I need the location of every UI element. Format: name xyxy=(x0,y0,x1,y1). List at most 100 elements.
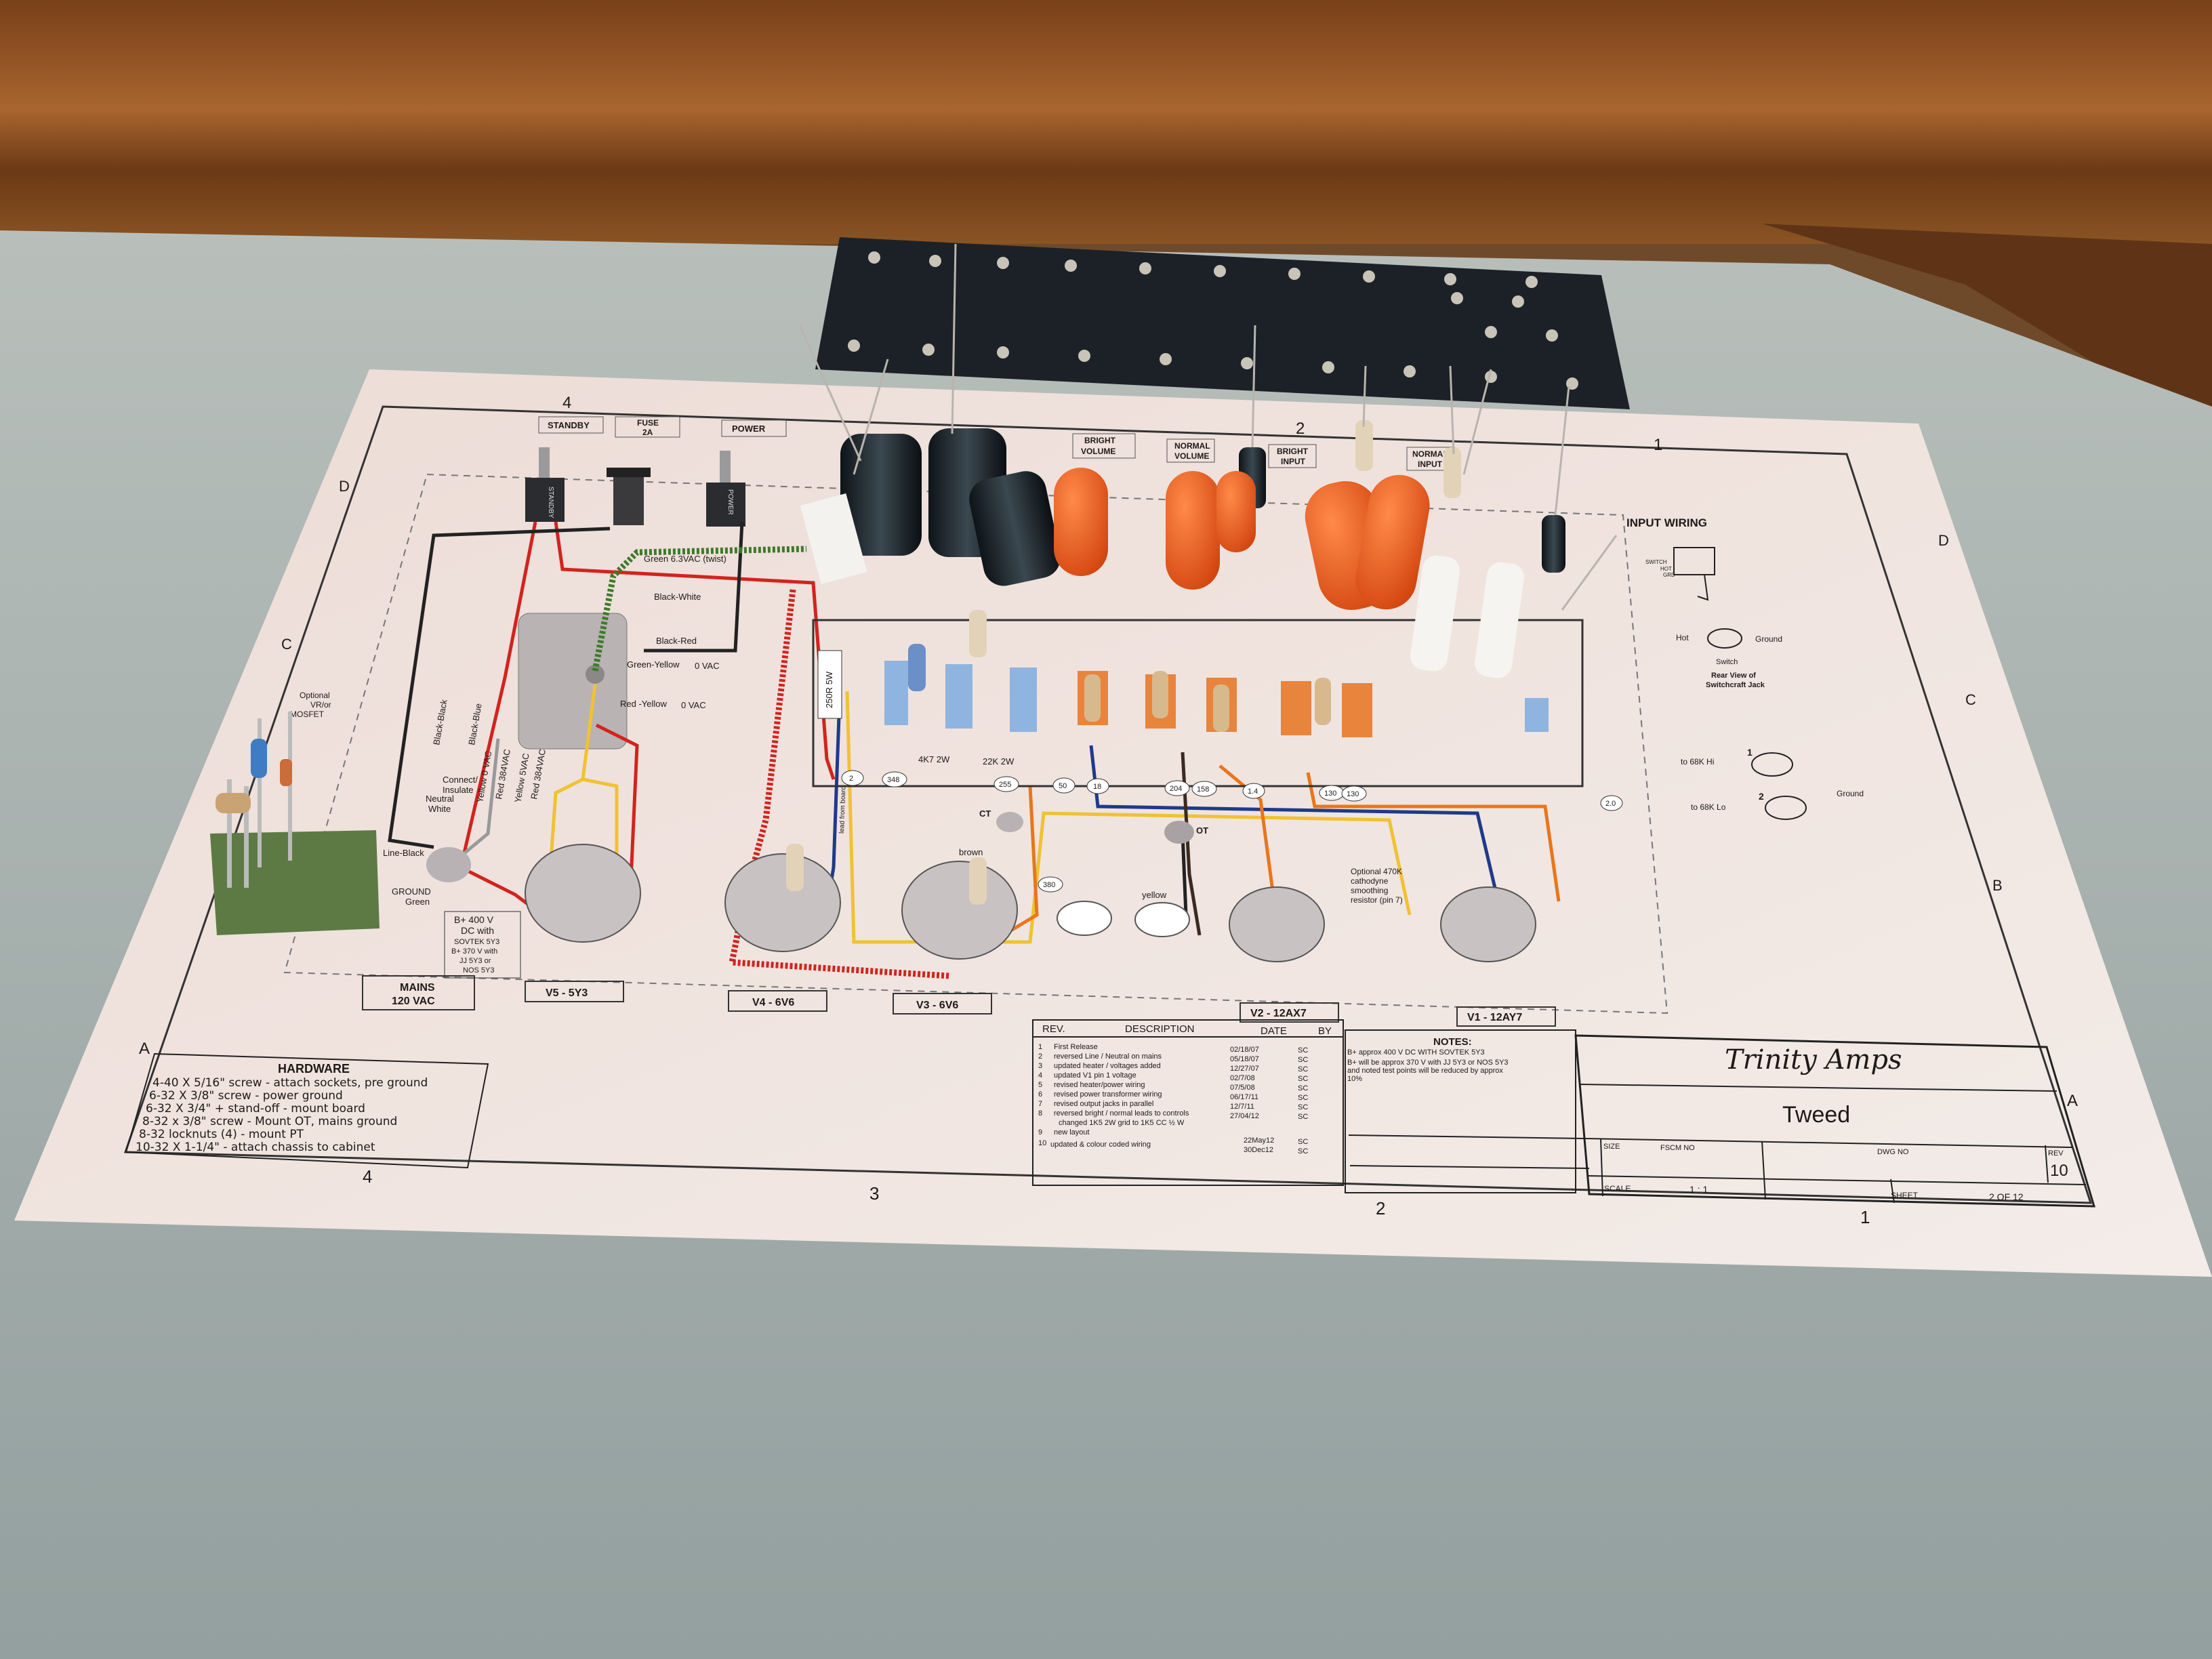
svg-text:Switch: Switch xyxy=(1716,658,1738,666)
border-mark: 2 xyxy=(1376,1198,1385,1218)
wiring-diagram-paper xyxy=(14,369,2212,1277)
svg-text:30Dec12: 30Dec12 xyxy=(1244,1146,1273,1154)
svg-text:SC: SC xyxy=(1298,1065,1308,1073)
svg-text:brown: brown xyxy=(959,847,983,857)
svg-text:6-32 X 3/4" + stand-off - moun: 6-32 X 3/4" + stand-off - mount board xyxy=(146,1102,365,1115)
test-point: 130 xyxy=(1341,785,1367,802)
svg-text:DWG NO: DWG NO xyxy=(1877,1148,1909,1156)
svg-text:Green-Yellow: Green-Yellow xyxy=(627,659,680,670)
svg-text:0 VAC: 0 VAC xyxy=(695,661,720,671)
svg-text:2: 2 xyxy=(1038,1052,1042,1061)
svg-text:GRD: GRD xyxy=(1663,572,1675,578)
title-block: Trinity Amps Tweed SIZE FSCM NO DWG NO R… xyxy=(1574,1034,2096,1208)
svg-text:SC: SC xyxy=(1298,1138,1308,1146)
svg-text:Optional: Optional xyxy=(300,691,330,700)
svg-text:resistor (pin 7): resistor (pin 7) xyxy=(1351,895,1403,905)
ot-grommet xyxy=(1164,821,1194,844)
svg-text:VR/or: VR/or xyxy=(310,700,331,710)
test-point: 130 xyxy=(1319,785,1345,801)
power-switch: POWER xyxy=(706,451,745,527)
svg-text:130: 130 xyxy=(1347,790,1359,798)
electrolytic-capacitors xyxy=(840,428,1565,586)
wire-yellow xyxy=(547,684,597,888)
svg-text:2.0: 2.0 xyxy=(1605,800,1616,808)
svg-text:STANDBY: STANDBY xyxy=(548,420,590,430)
svg-text:CT: CT xyxy=(979,808,991,819)
svg-text:6-32 X 3/8" screw - power gro: 6-32 X 3/8" screw - power ground xyxy=(149,1089,343,1103)
test-point: 18 xyxy=(1086,778,1109,794)
svg-text:10%: 10% xyxy=(1347,1075,1362,1083)
svg-text:9: 9 xyxy=(1038,1128,1042,1136)
svg-text:SC: SC xyxy=(1298,1147,1308,1155)
svg-text:204: 204 xyxy=(1170,785,1182,793)
svg-text:VOLUME: VOLUME xyxy=(1174,451,1209,461)
svg-text:8-32 locknuts (4) - mount PT: 8-32 locknuts (4) - mount PT xyxy=(139,1128,304,1141)
svg-text:255: 255 xyxy=(999,781,1011,789)
wire-black xyxy=(388,527,611,849)
svg-text:MOSFET: MOSFET xyxy=(290,710,325,719)
svg-text:18: 18 xyxy=(1093,783,1101,791)
svg-text:27/04/12: 27/04/12 xyxy=(1230,1112,1259,1120)
svg-text:revised power transformer wiri: revised power transformer wiring xyxy=(1054,1090,1162,1099)
svg-text:Hot: Hot xyxy=(1676,633,1689,642)
svg-text:02/18/07: 02/18/07 xyxy=(1230,1046,1259,1054)
svg-text:1: 1 xyxy=(1747,747,1753,758)
svg-text:Connect/: Connect/ xyxy=(443,775,478,785)
svg-text:B+ will be approx 370 V with: B+ will be approx 370 V with JJ 5Y3 or N… xyxy=(1347,1059,1509,1067)
svg-text:130: 130 xyxy=(1324,790,1336,798)
svg-text:10: 10 xyxy=(1038,1139,1046,1147)
svg-text:1: 1 xyxy=(1038,1043,1042,1051)
svg-text:SHEET: SHEET xyxy=(1891,1191,1919,1200)
svg-text:5: 5 xyxy=(1038,1081,1042,1089)
svg-text:INPUT WIRING: INPUT WIRING xyxy=(1626,516,1707,529)
test-points: 2 348 255 50 18 204 158 1.4 130 130 380 … xyxy=(841,770,1623,893)
wire-orange xyxy=(1218,764,1276,902)
svg-text:updated heater / voltages adde: updated heater / voltages added xyxy=(1054,1062,1161,1070)
svg-text:SC: SC xyxy=(1298,1056,1308,1064)
svg-text:and noted test points will be: and noted test points will be reduced by… xyxy=(1347,1067,1503,1075)
standby-switch: STANDBY xyxy=(525,447,565,522)
svg-text:cathodyne: cathodyne xyxy=(1351,876,1389,886)
output-jack xyxy=(1134,902,1190,937)
svg-text:05/18/07: 05/18/07 xyxy=(1230,1055,1259,1063)
svg-text:02/7/08: 02/7/08 xyxy=(1230,1074,1255,1082)
drawing-title: Tweed xyxy=(1782,1102,1850,1128)
svg-text:updated V1 pin 1 voltage: updated V1 pin 1 voltage xyxy=(1054,1071,1136,1080)
fuse-holder xyxy=(607,468,651,525)
orange-drop-capacitors xyxy=(1054,468,1430,611)
revision-row: changed 1K5 2W grid to 1K5 CC ½ W xyxy=(1059,1119,1185,1127)
svg-text:380: 380 xyxy=(1043,881,1055,889)
svg-text:6: 6 xyxy=(1038,1090,1042,1099)
svg-text:reversed bright / normal leads: reversed bright / normal leads to contro… xyxy=(1054,1109,1189,1118)
svg-text:7: 7 xyxy=(1038,1100,1042,1108)
jack-1-icon xyxy=(1751,752,1793,777)
svg-text:HOT: HOT xyxy=(1660,566,1672,572)
svg-text:1 : 1: 1 : 1 xyxy=(1689,1184,1708,1195)
svg-text:50: 50 xyxy=(1059,782,1067,790)
ct-grommet xyxy=(996,812,1023,832)
perfboard xyxy=(210,712,380,935)
input-wiring-section: INPUT WIRING SWITCH HOT GRD Hot Ground S… xyxy=(1626,516,1864,820)
test-point: 204 xyxy=(1164,780,1190,796)
svg-text:changed 1K5 2W grid to 1K5 CC: changed 1K5 2W grid to 1K5 CC ½ W xyxy=(1059,1119,1185,1127)
svg-text:Insulate: Insulate xyxy=(443,785,474,795)
jack-2-icon xyxy=(1765,796,1807,820)
standing-resistors xyxy=(786,420,1461,905)
svg-text:updated & colour coded wiring: updated & colour coded wiring xyxy=(1050,1141,1151,1149)
svg-text:White: White xyxy=(428,804,451,814)
svg-text:4-40 X 5/16" screw - attach so: 4-40 X 5/16" screw - attach sockets, pre… xyxy=(152,1076,428,1090)
output-jack xyxy=(1057,901,1112,936)
border-mark: 1 xyxy=(1654,436,1662,454)
transformer-center-tap xyxy=(586,665,605,684)
svg-text:revised heater/power wiring: revised heater/power wiring xyxy=(1054,1081,1145,1089)
svg-text:348: 348 xyxy=(887,776,899,784)
svg-text:revised output jacks in parall: revised output jacks in parallel xyxy=(1054,1100,1153,1108)
svg-text:First Release: First Release xyxy=(1054,1043,1098,1051)
svg-text:MAINS: MAINS xyxy=(400,982,435,994)
